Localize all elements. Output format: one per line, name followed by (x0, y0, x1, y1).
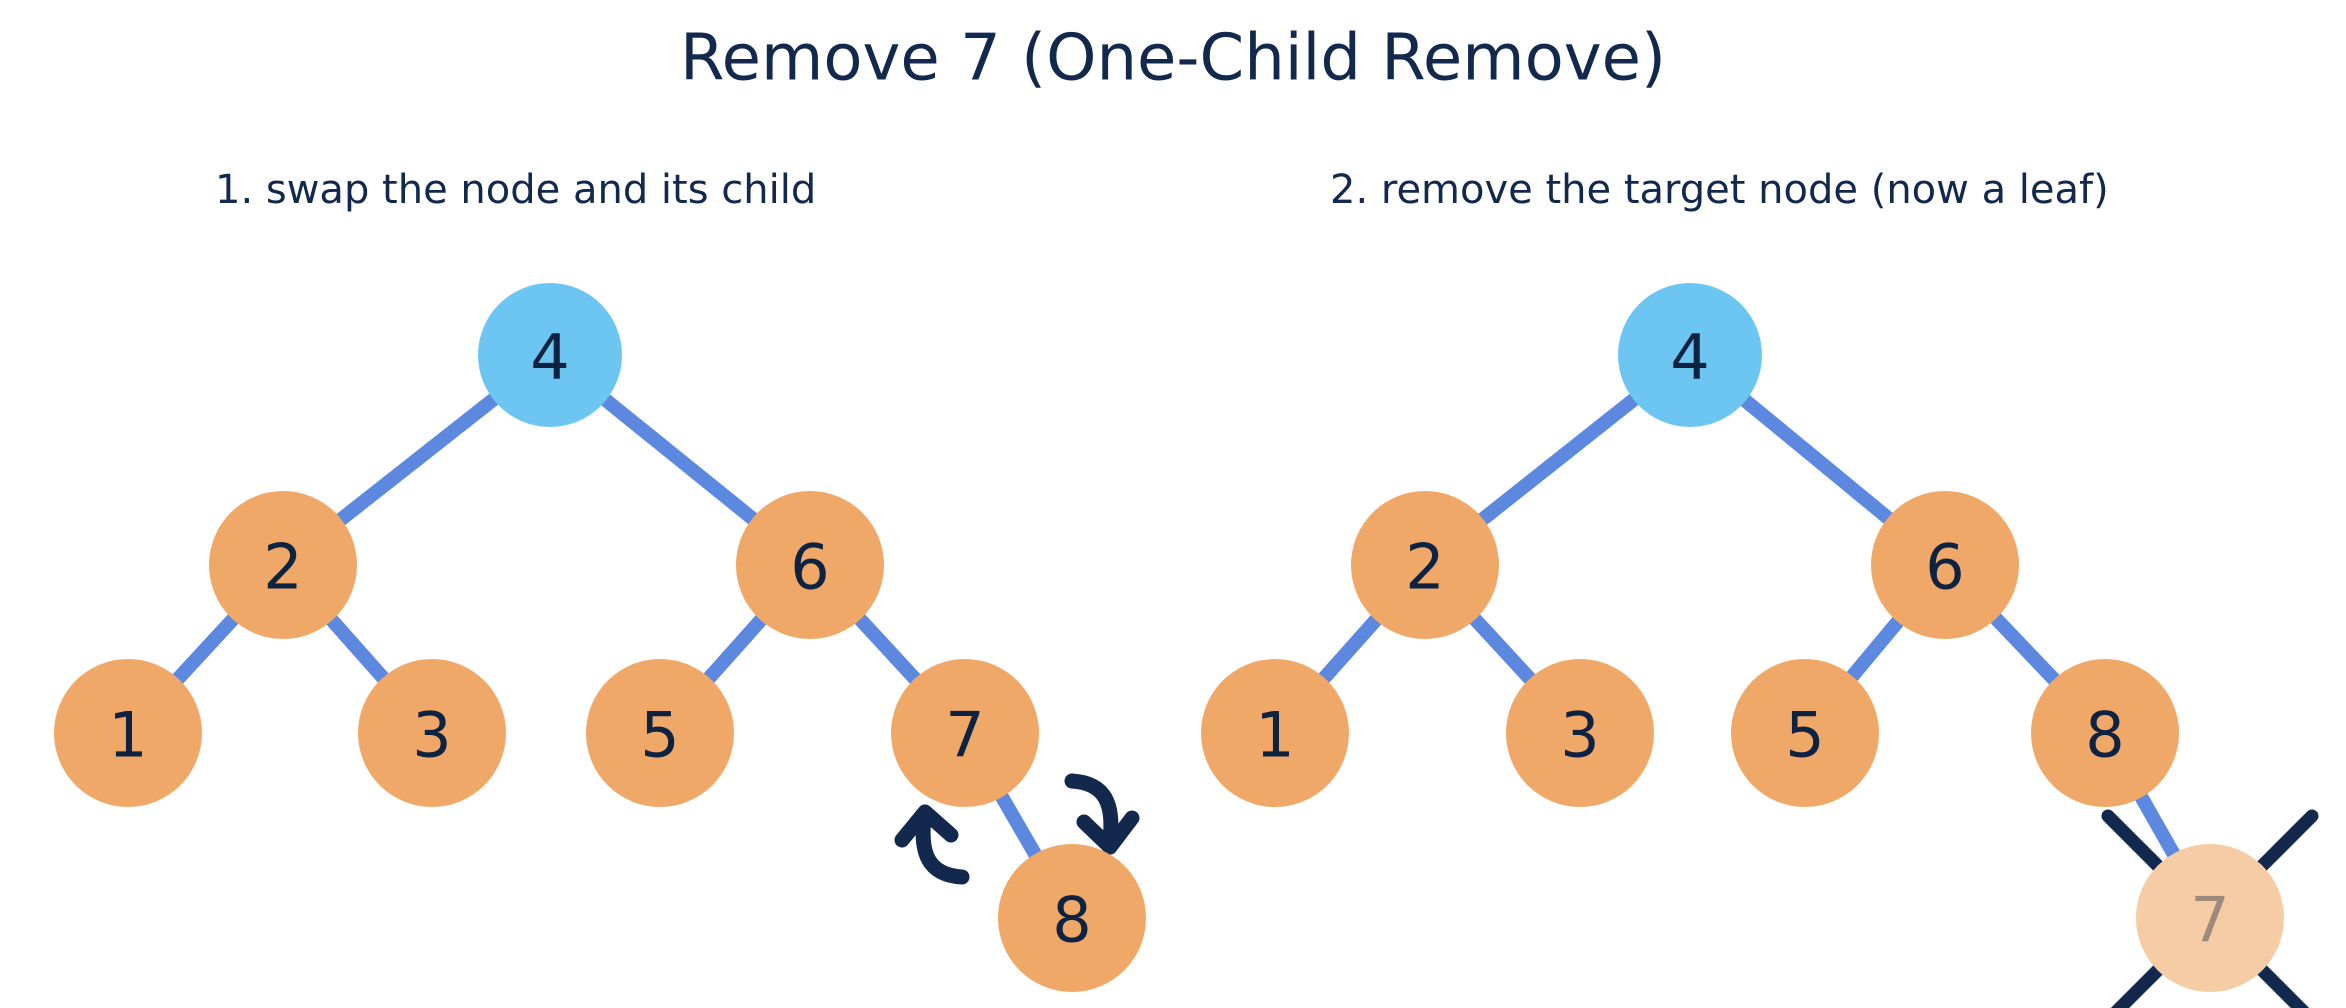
node-circle (1871, 491, 2019, 639)
tree-node-8[interactable]: 8 (998, 844, 1146, 992)
tree-node-6[interactable]: 6 (1871, 491, 2019, 639)
tree-edge-2-1 (1313, 608, 1387, 690)
tree-edge-7-8 (992, 784, 1045, 867)
tree-node-4[interactable]: 4 (1618, 283, 1762, 427)
page-title: Remove 7 (One-Child Remove) (680, 22, 1666, 96)
tree-edge-8-7 (2131, 785, 2184, 866)
node-circle (54, 659, 202, 807)
arrow-head (894, 804, 959, 848)
panel-caption-remove: 2. remove the target node (now a leaf) (1330, 167, 2109, 213)
tree-node-2[interactable]: 2 (209, 491, 357, 639)
node-circle (1201, 659, 1349, 807)
tree-node-7[interactable]: 7 (891, 659, 1039, 807)
tree-node-5[interactable]: 5 (586, 659, 734, 807)
node-label: 4 (530, 321, 569, 394)
node-circle (478, 283, 622, 427)
tree-edge-4-6 (594, 389, 765, 530)
tree-node-5[interactable]: 5 (1731, 659, 1879, 807)
arrow-shaft (915, 810, 970, 885)
node-label: 1 (1255, 699, 1294, 772)
node-label: 2 (1405, 531, 1444, 604)
swap-arrow-down-icon (1064, 773, 1140, 855)
tree-node-3[interactable]: 3 (358, 659, 506, 807)
tree-edge-2-1 (167, 607, 244, 691)
node-label: 7 (945, 699, 984, 772)
node-circle (209, 491, 357, 639)
node-circle (2136, 844, 2284, 992)
tree-edge-4-2 (1471, 388, 1646, 530)
tree-nodes-layer: 4 2 6 1 3 5 7 8 4 2 6 1 3 5 8 7 (54, 283, 2284, 992)
node-label: 1 (108, 699, 147, 772)
node-circle (2031, 659, 2179, 807)
tree-edge-2-3 (321, 608, 394, 690)
node-label: 4 (1670, 321, 1709, 394)
tree-node-2[interactable]: 2 (1351, 491, 1499, 639)
tree-node-8[interactable]: 8 (2031, 659, 2179, 807)
node-label: 7 (2190, 884, 2229, 957)
node-circle (586, 659, 734, 807)
node-circle (1731, 659, 1879, 807)
swap-arrow-up-icon (894, 804, 970, 885)
node-circle (1351, 491, 1499, 639)
tree-edge-6-7 (849, 607, 926, 691)
node-label: 3 (412, 699, 451, 772)
node-label: 6 (790, 531, 829, 604)
tree-node-4[interactable]: 4 (478, 283, 622, 427)
tree-node-6[interactable]: 6 (736, 491, 884, 639)
node-circle (736, 491, 884, 639)
node-circle (1506, 659, 1654, 807)
tree-edge-6-5 (698, 608, 772, 690)
arrow-head (1076, 810, 1140, 855)
node-label: 3 (1560, 699, 1599, 772)
node-circle (998, 844, 1146, 992)
node-circle (891, 659, 1039, 807)
arrow-shaft (1064, 773, 1119, 848)
tree-edge-6-8 (1984, 607, 2066, 691)
tree-edge-4-6 (1733, 389, 1900, 529)
tree-edge-6-5 (1841, 610, 1909, 688)
node-label: 2 (263, 531, 302, 604)
tree-node-1[interactable]: 1 (54, 659, 202, 807)
node-label: 5 (640, 699, 679, 772)
panel-caption-swap: 1. swap the node and its child (215, 167, 816, 213)
node-label: 8 (1052, 884, 1091, 957)
node-label: 6 (1925, 531, 1964, 604)
node-label: 8 (2085, 699, 2124, 772)
tree-edges-layer (167, 388, 2184, 867)
node-circle (358, 659, 506, 807)
tree-edge-4-2 (329, 388, 506, 530)
node-circle (1618, 283, 1762, 427)
tree-node-3[interactable]: 3 (1506, 659, 1654, 807)
tree-edge-2-3 (1464, 607, 1541, 691)
node-label: 5 (1785, 699, 1824, 772)
tree-node-7-removed[interactable]: 7 (2136, 844, 2284, 992)
tree-node-1[interactable]: 1 (1201, 659, 1349, 807)
